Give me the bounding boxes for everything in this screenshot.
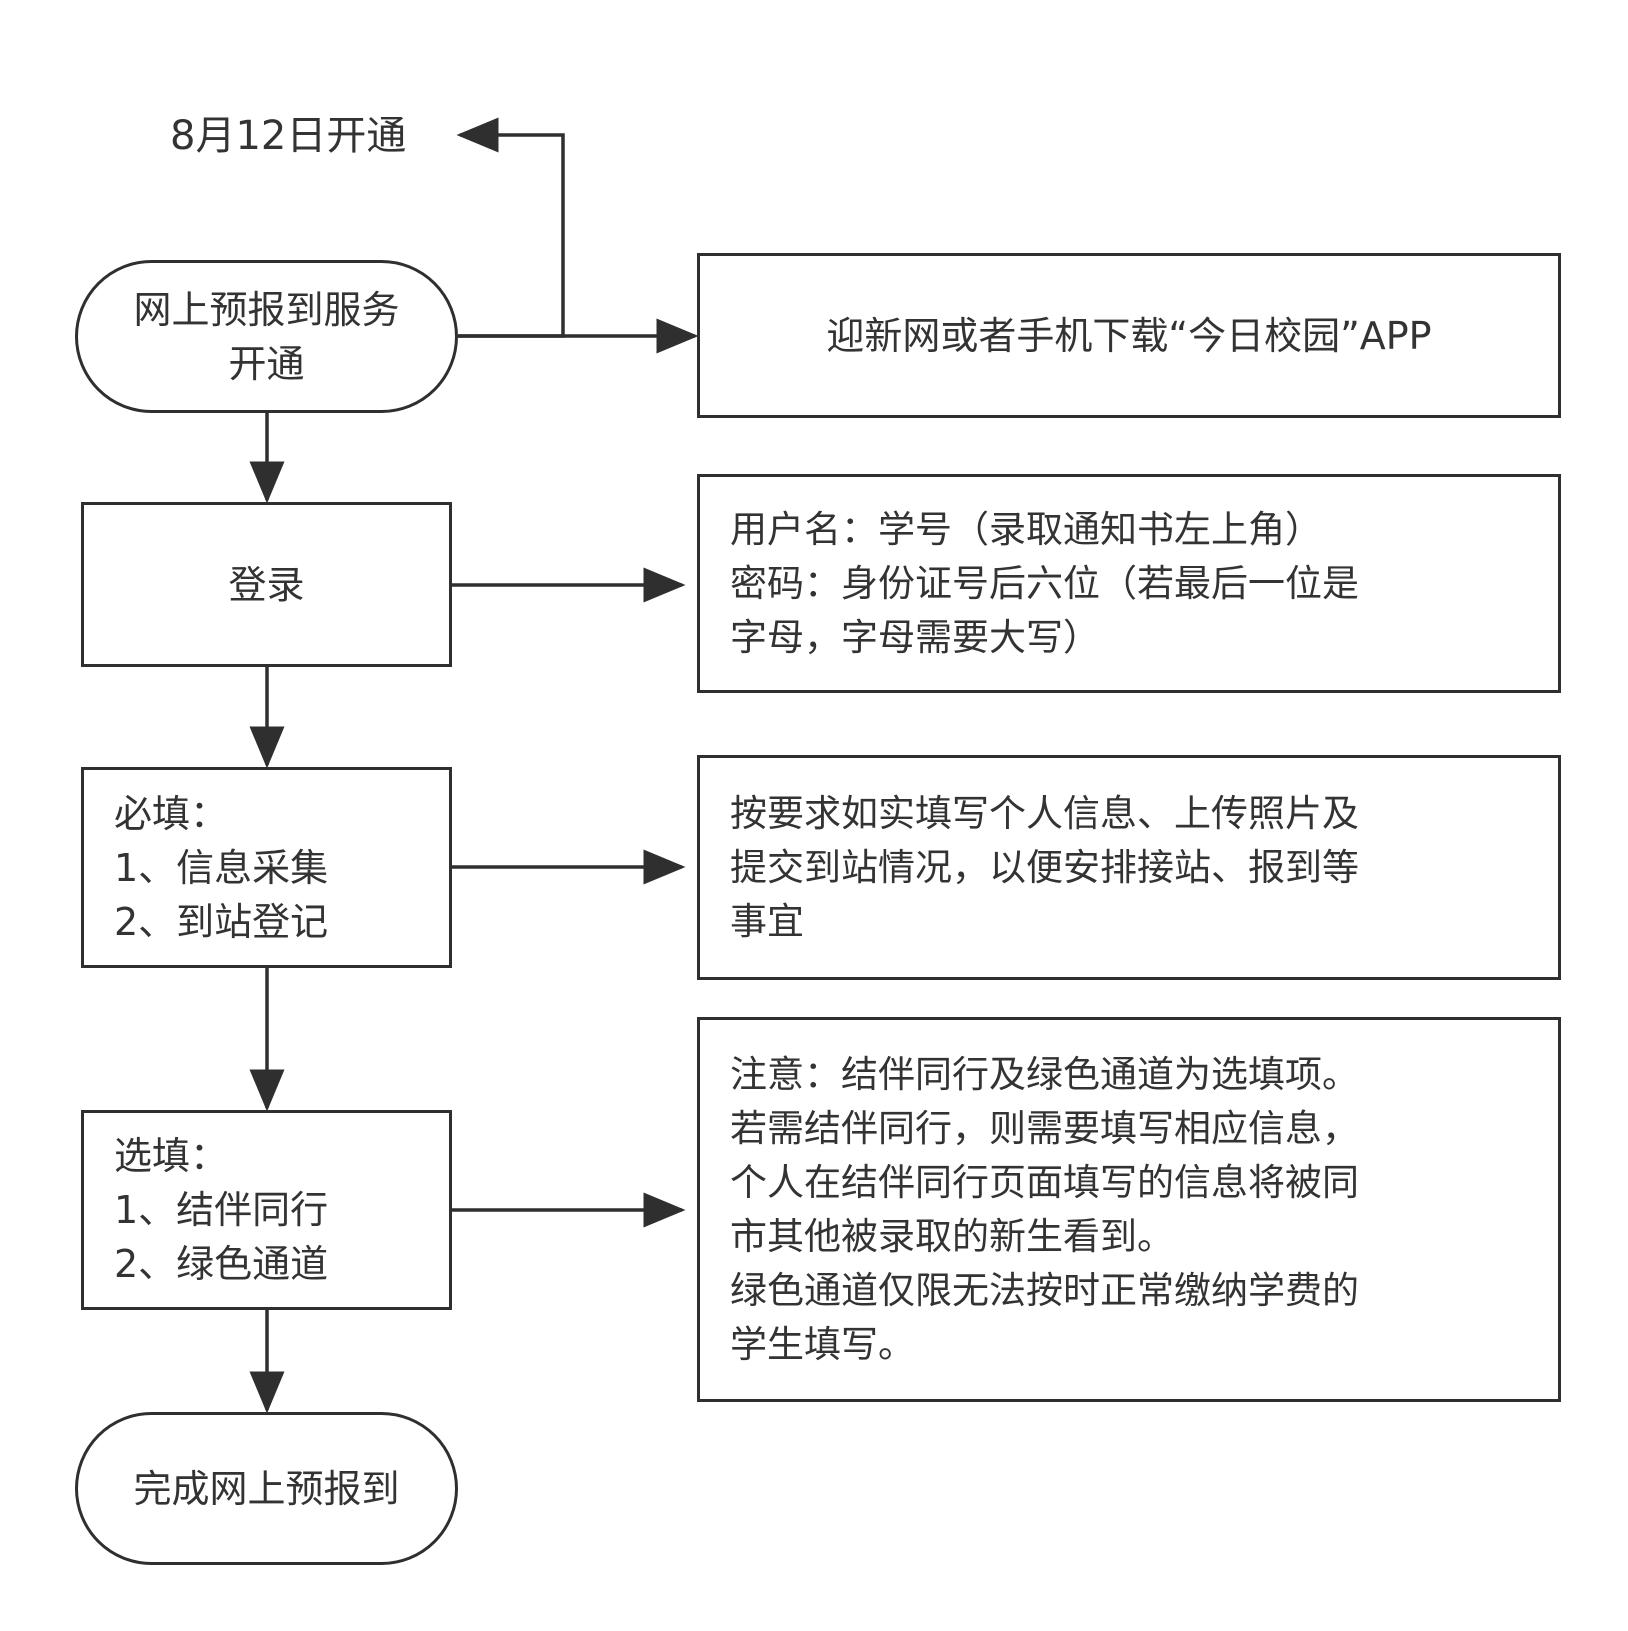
required-info-note-text: 按要求如实填写个人信息、上传照片及 提交到站情况，以便安排接站、报到等 事宜 — [730, 791, 1359, 943]
end-node-text: 完成网上预报到 — [133, 1466, 400, 1511]
required-node: 必填： 1、信息采集 2、到站登记 — [81, 767, 452, 968]
start-node-text: 网上预报到服务 开通 — [133, 287, 400, 386]
credentials-note: 用户名：学号（录取通知书左上角） 密码：身份证号后六位（若最后一位是 字母，字母… — [697, 474, 1561, 693]
optional-node: 选填： 1、结伴同行 2、绿色通道 — [81, 1110, 452, 1310]
required-node-text: 必填： 1、信息采集 2、到站登记 — [114, 791, 329, 944]
arrow-start-to-open-date — [456, 117, 565, 338]
app-note-text: 迎新网或者手机下载“今日校园”APP — [826, 313, 1432, 358]
app-note: 迎新网或者手机下载“今日校园”APP — [697, 253, 1561, 418]
open-date-label: 8月12日开通 — [170, 113, 407, 159]
optional-info-note: 注意：结伴同行及绿色通道为选填项。 若需结伴同行，则需要填写相应信息， 个人在结… — [697, 1017, 1561, 1402]
optional-node-text: 选填： 1、结伴同行 2、绿色通道 — [114, 1134, 329, 1286]
start-node: 网上预报到服务 开通 — [75, 260, 458, 413]
optional-info-note-text: 注意：结伴同行及绿色通道为选填项。 若需结伴同行，则需要填写相应信息， 个人在结… — [730, 1052, 1359, 1366]
required-info-note: 按要求如实填写个人信息、上传照片及 提交到站情况，以便安排接站、报到等 事宜 — [697, 755, 1561, 980]
credentials-note-text: 用户名：学号（录取通知书左上角） 密码：身份证号后六位（若最后一位是 字母，字母… — [730, 507, 1359, 659]
login-node: 登录 — [81, 502, 452, 667]
login-node-text: 登录 — [228, 562, 305, 607]
end-node: 完成网上预报到 — [75, 1412, 458, 1565]
